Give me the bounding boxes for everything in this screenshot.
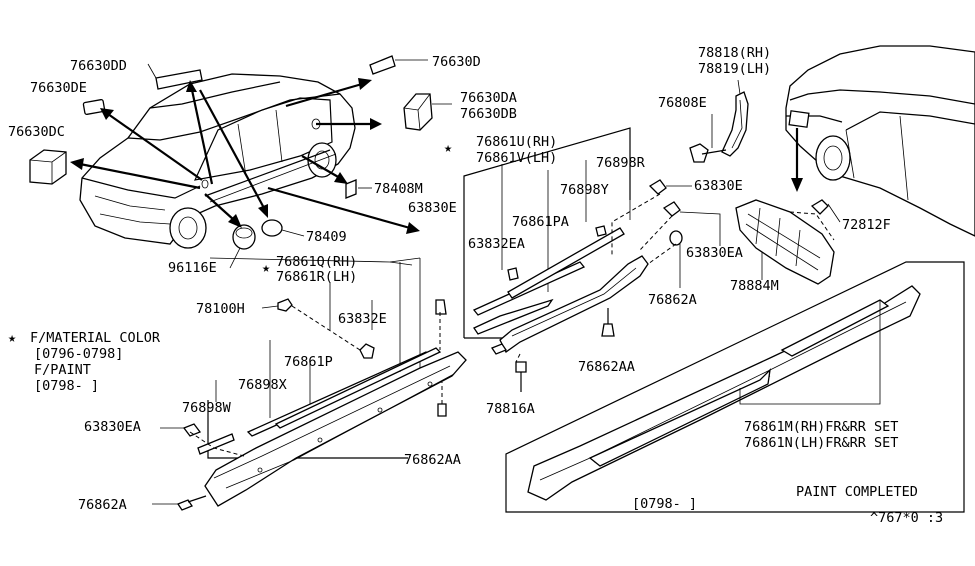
sill-set-box: [505, 261, 965, 513]
label-78409: 78409: [306, 229, 347, 245]
label-76630de: 76630DE: [30, 80, 87, 96]
label-76862aa-left: 76862AA: [404, 452, 461, 468]
label-76861q: 76861Q(RH): [276, 254, 357, 270]
label-76861m: 76861M(RH)FR&RR SET: [744, 419, 898, 435]
label-76898y: 76898Y: [560, 182, 609, 198]
legend-paint: F/PAINT: [34, 362, 91, 378]
part-78408m-icon: [345, 179, 357, 199]
label-78100h: 78100H: [196, 301, 245, 317]
label-76861r: 76861R(LH): [276, 269, 357, 285]
part-labels: 76630DD 76630D 76630DE 76630DC 76630DA 7…: [8, 45, 943, 526]
label-78408m: 78408M: [374, 181, 423, 197]
part-96116e-icon: [232, 224, 256, 250]
label-72812f: 72812F: [842, 217, 891, 233]
label-63830ea-center: 63830EA: [686, 245, 743, 261]
legend-material: F/MATERIAL COLOR: [30, 330, 161, 346]
label-76630dd: 76630DD: [70, 58, 127, 74]
car-illustration: [79, 73, 356, 249]
legend: F/MATERIAL COLOR [0796-0798] F/PAINT [07…: [30, 330, 161, 394]
label-76861v: 76861V(LH): [476, 150, 557, 166]
rear-car-illustration: [785, 45, 975, 237]
label-76630dc: 76630DC: [8, 124, 65, 140]
label-76630da: 76630DA: [460, 90, 517, 106]
legend-material-date: [0796-0798]: [34, 346, 123, 362]
part-78884m-icon: [735, 199, 841, 285]
left-sill-assembly: [152, 257, 467, 511]
label-76630d: 76630D: [432, 54, 481, 70]
label-78818: 78818(RH): [698, 45, 771, 61]
label-paint-completed: PAINT COMPLETED: [796, 484, 918, 500]
star-icon: ★: [444, 140, 452, 156]
label-96116e: 96116E: [168, 260, 217, 276]
label-76861u: 76861U(RH): [476, 134, 557, 150]
label-78819: 78819(LH): [698, 61, 771, 77]
label-63832ea: 63832EA: [468, 236, 525, 252]
label-date-box: [0798- ]: [632, 496, 697, 512]
label-63830ea-left: 63830EA: [84, 419, 141, 435]
car-arrows: [70, 78, 420, 234]
part-76630d-icon: [369, 55, 396, 75]
label-76808e: 76808E: [658, 95, 707, 111]
part-76630dd-icon: [155, 69, 203, 90]
label-63830e-center: 63830E: [694, 178, 743, 194]
rear-mudguard-assembly: [689, 79, 749, 163]
label-76862a-center: 76862A: [648, 292, 697, 308]
center-sill-assembly: [463, 127, 721, 392]
star-icon: ★: [262, 260, 270, 276]
label-78884m: 78884M: [730, 278, 779, 294]
label-63832e: 63832E: [338, 311, 387, 327]
part-76630dc-icon: [29, 149, 67, 185]
label-76898r: 76898R: [596, 155, 646, 171]
part-76630de-icon: [82, 99, 106, 115]
star-markers: ★ ★ ★: [8, 140, 452, 346]
part-76630da-icon: [403, 93, 433, 131]
label-76862aa-center: 76862AA: [578, 359, 635, 375]
part-78409-icon: [261, 219, 283, 237]
label-78816a: 78816A: [486, 401, 535, 417]
label-76898x: 76898X: [238, 377, 287, 393]
label-76861n: 76861N(LH)FR&RR SET: [744, 435, 898, 451]
label-63830e-left: 63830E: [408, 200, 457, 216]
label-reference: ^767*0 :3: [870, 510, 943, 526]
legend-paint-date: [0798- ]: [34, 378, 99, 394]
leader-lines-car: [147, 59, 452, 269]
label-76862a-left: 76862A: [78, 497, 127, 513]
star-icon: ★: [8, 330, 16, 346]
label-76630db: 76630DB: [460, 106, 517, 122]
label-76861p: 76861P: [284, 354, 333, 370]
label-76861pa: 76861PA: [512, 214, 569, 230]
label-76898w: 76898W: [182, 400, 232, 416]
